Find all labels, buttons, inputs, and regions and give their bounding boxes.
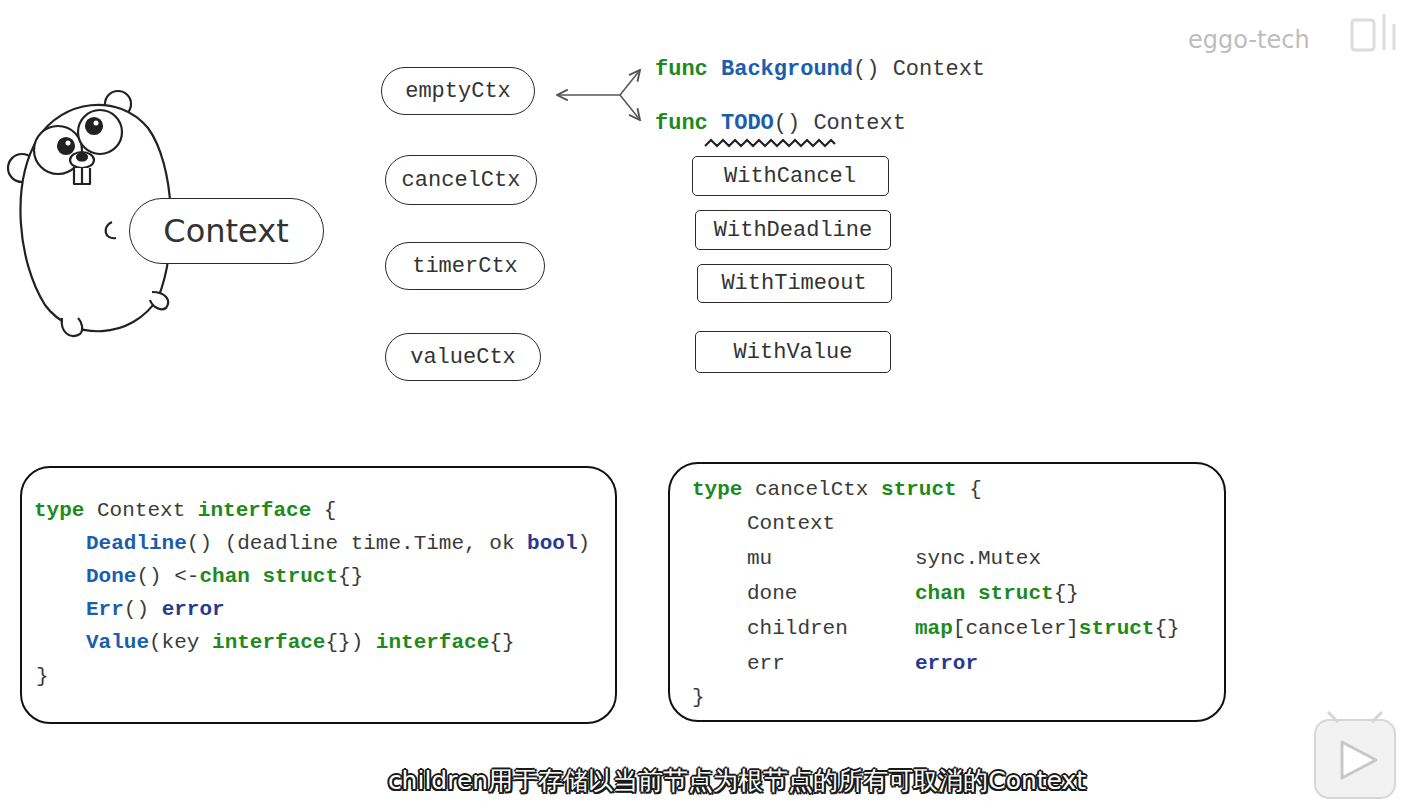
code-line: Err() error [86, 597, 225, 623]
ctx-pill: cancelCtx [385, 155, 537, 205]
code-token: { [324, 499, 337, 522]
code-token: error [915, 652, 978, 675]
func-box: WithDeadline [695, 210, 891, 250]
code-token: struct [262, 565, 338, 588]
code-token: (key [149, 631, 199, 654]
code-line: } [36, 664, 49, 690]
node-label: WithDeadline [714, 218, 872, 243]
code-line: error [915, 651, 978, 677]
code-token: children [747, 617, 848, 640]
code-token: interface [212, 631, 325, 654]
code-token: () [124, 598, 149, 621]
fork-arrow [557, 70, 640, 120]
code-line: type Context interface { [34, 498, 336, 524]
code-token: mu [747, 547, 772, 570]
node-label: emptyCtx [405, 79, 511, 104]
code-token: type [692, 478, 742, 501]
code-token: chan [199, 565, 249, 588]
code-token: map [915, 617, 953, 640]
code-line: Context [747, 511, 835, 537]
code-token: } [692, 686, 705, 709]
code-line: map[canceler]struct{} [915, 616, 1180, 642]
code-token: { [969, 478, 982, 501]
func-box: WithValue [695, 331, 891, 373]
code-token: {} [338, 565, 363, 588]
code-token: cancelCtx [755, 478, 868, 501]
code-token: sync.Mutex [915, 547, 1041, 570]
code-token: {} [1054, 582, 1079, 605]
interface-pill: Context [129, 198, 324, 264]
code-token: {} [1154, 617, 1179, 640]
code-line: Done() <-chan struct{} [86, 564, 363, 590]
ctx-pill: valueCtx [385, 333, 541, 381]
code-token: Value [86, 631, 149, 654]
code-token: Context [747, 512, 835, 535]
code-token: error [162, 598, 225, 621]
code-token: interface [376, 631, 489, 654]
node-label: Context [163, 212, 288, 250]
node-label: WithValue [734, 340, 853, 365]
code-token: struct [881, 478, 957, 501]
node-label: cancelCtx [402, 168, 521, 193]
code-line: err [747, 651, 785, 677]
code-token: err [747, 652, 785, 675]
code-token: bool [527, 532, 577, 555]
code-box: type Context interface { Deadline() (deadlin… [20, 466, 617, 724]
node-label: WithTimeout [721, 271, 866, 296]
code-token: Context [97, 499, 185, 522]
node-label: timerCtx [412, 254, 518, 279]
code-token: {} [489, 631, 514, 654]
code-token: Deadline [86, 532, 187, 555]
code-token: {}) [325, 631, 363, 654]
play-button [1315, 712, 1395, 798]
code-token: [canceler] [953, 617, 1079, 640]
node-label: WithCancel [724, 164, 856, 189]
signature-token: func [655, 57, 708, 82]
func-box: WithTimeout [697, 264, 892, 303]
code-token: } [36, 665, 49, 688]
code-token: interface [198, 499, 311, 522]
node-label: valueCtx [410, 345, 516, 370]
ctx-pill: emptyCtx [381, 67, 535, 115]
signature-token: TODO [721, 111, 774, 136]
code-token: Err [86, 598, 124, 621]
code-token: () (deadline time.Time, ok [187, 532, 515, 555]
wavy-underline [705, 140, 835, 146]
code-line: func TODO() Context [655, 111, 906, 137]
code-token: struct [1079, 617, 1155, 640]
code-token: done [747, 582, 797, 605]
code-token: () <- [136, 565, 199, 588]
code-line: Deadline() (deadline time.Time, ok bool) [86, 531, 590, 557]
code-token: ) [578, 532, 591, 555]
code-line: done [747, 581, 797, 607]
signature-token: () Context [774, 111, 906, 136]
code-line: mu [747, 546, 772, 572]
code-token: Done [86, 565, 136, 588]
code-line: type cancelCtx struct { [692, 477, 982, 503]
ctx-pill: timerCtx [385, 242, 545, 290]
signature-token: func [655, 111, 708, 136]
site-logo [1352, 14, 1394, 50]
code-line: func Background() Context [655, 57, 985, 83]
code-token: type [34, 499, 84, 522]
signature-token: Background [721, 57, 853, 82]
subtitle-caption: children用于存储以当前节点为根节点的所有可取消的Context [388, 764, 1086, 797]
code-line: children [747, 616, 848, 642]
code-box: type cancelCtx struct { Context mu sync.Mutex d… [668, 462, 1226, 722]
code-token: struct [978, 582, 1054, 605]
signature-token: () Context [853, 57, 985, 82]
code-token: chan [915, 582, 965, 605]
watermark: eggo-tech [1188, 26, 1310, 54]
code-line: sync.Mutex [915, 546, 1041, 572]
code-line: } [692, 685, 705, 711]
func-box: WithCancel [692, 156, 889, 196]
code-line: chan struct{} [915, 581, 1079, 607]
code-line: Value(keyinterface{})interface{} [86, 630, 515, 656]
